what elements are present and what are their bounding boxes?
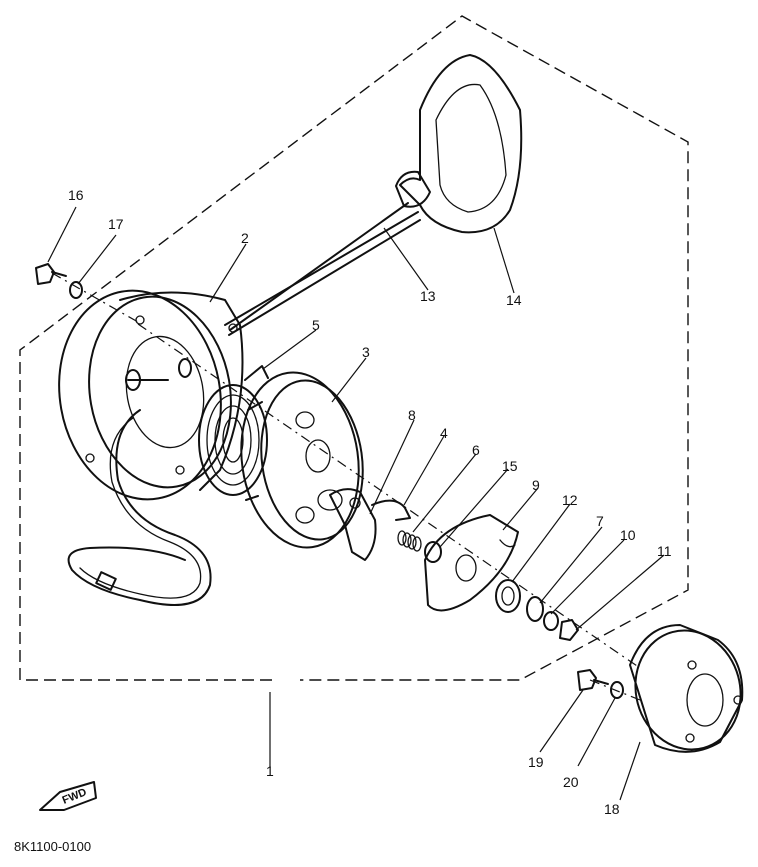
callout-8: 8 [408,407,416,423]
callout-10: 10 [620,527,636,543]
part-20-washer [610,681,624,699]
drawing-code: 8K1100-0100 [14,839,91,854]
part-16-bolt [35,263,67,285]
callout-3: 3 [362,344,370,360]
callout-14: 14 [506,292,522,308]
part-14-handle [395,54,523,234]
part-5-recoil-spring [198,365,269,496]
callout-6: 6 [472,442,480,458]
callout-18: 18 [604,801,620,817]
part-3-sheave-drum [240,371,364,549]
part-19-bolt [577,669,609,691]
callout-19: 19 [528,754,544,770]
callout-15: 15 [502,458,518,474]
part-10-washer [543,611,559,631]
part-11-nut [559,619,579,641]
callout-11: 11 [657,543,672,559]
starter-cable-loop [67,409,212,606]
part-9-friction-plate [424,514,519,612]
cable-end-fitting [95,571,117,591]
part-17-washer [69,281,83,299]
leader-lines [47,206,665,801]
assembly-boundary [19,15,689,681]
fwd-arrow-icon: FWD [39,781,97,811]
part-12-washer [495,579,521,613]
assembly-axis [137,323,641,669]
part-7-spring-washer [526,596,544,622]
callout-13: 13 [420,288,436,304]
part-15-washer [424,541,442,563]
callout-4: 4 [440,425,448,441]
part-8-pawl [329,488,377,561]
part-18-pulley-cup [629,624,744,753]
callout-1: 1 [266,763,274,779]
callout-20: 20 [563,774,579,790]
bolt-axis-16 [51,272,139,323]
callout-5: 5 [312,317,320,333]
callout-labels: 1 2 3 4 5 6 7 8 9 10 11 12 13 14 15 16 1… [68,187,672,817]
part-6-spring [397,530,422,552]
part-13-rod [229,202,409,331]
part-4-pawl-spring [371,499,411,521]
callout-9: 9 [532,477,540,493]
callout-16: 16 [68,187,84,203]
fwd-label: FWD [61,786,89,807]
callout-2: 2 [241,230,249,246]
bolt-axis-19 [589,679,641,701]
callout-17: 17 [108,216,124,232]
callout-7: 7 [596,513,604,529]
part-2-starter-case [58,211,421,501]
callout-12: 12 [562,492,578,508]
